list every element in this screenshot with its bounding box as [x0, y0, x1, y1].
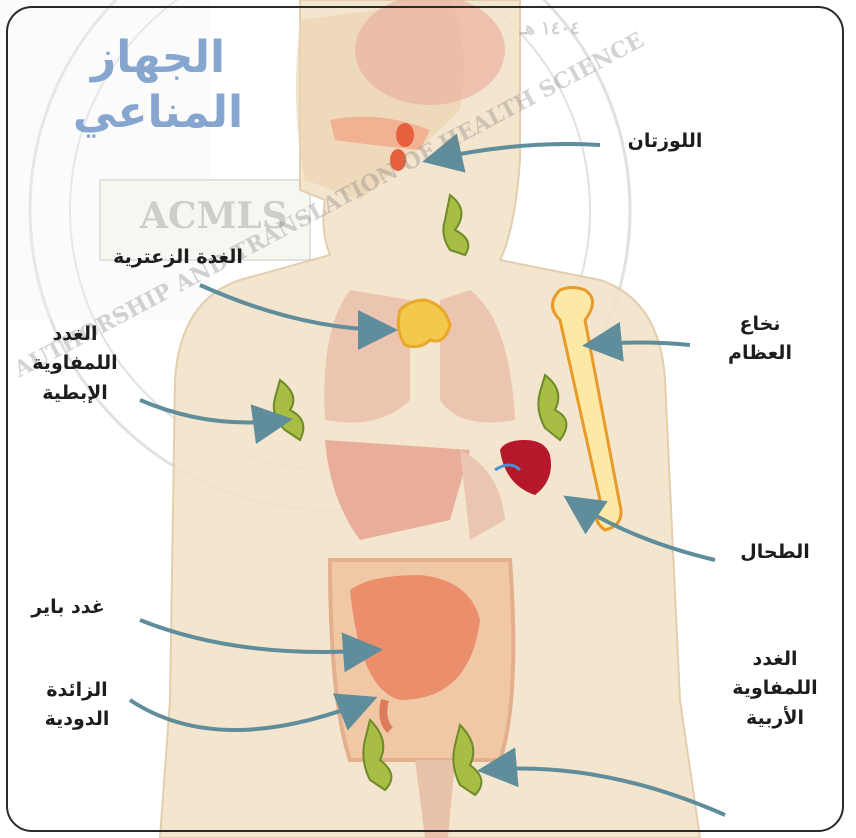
rounded-frame: [6, 6, 844, 832]
